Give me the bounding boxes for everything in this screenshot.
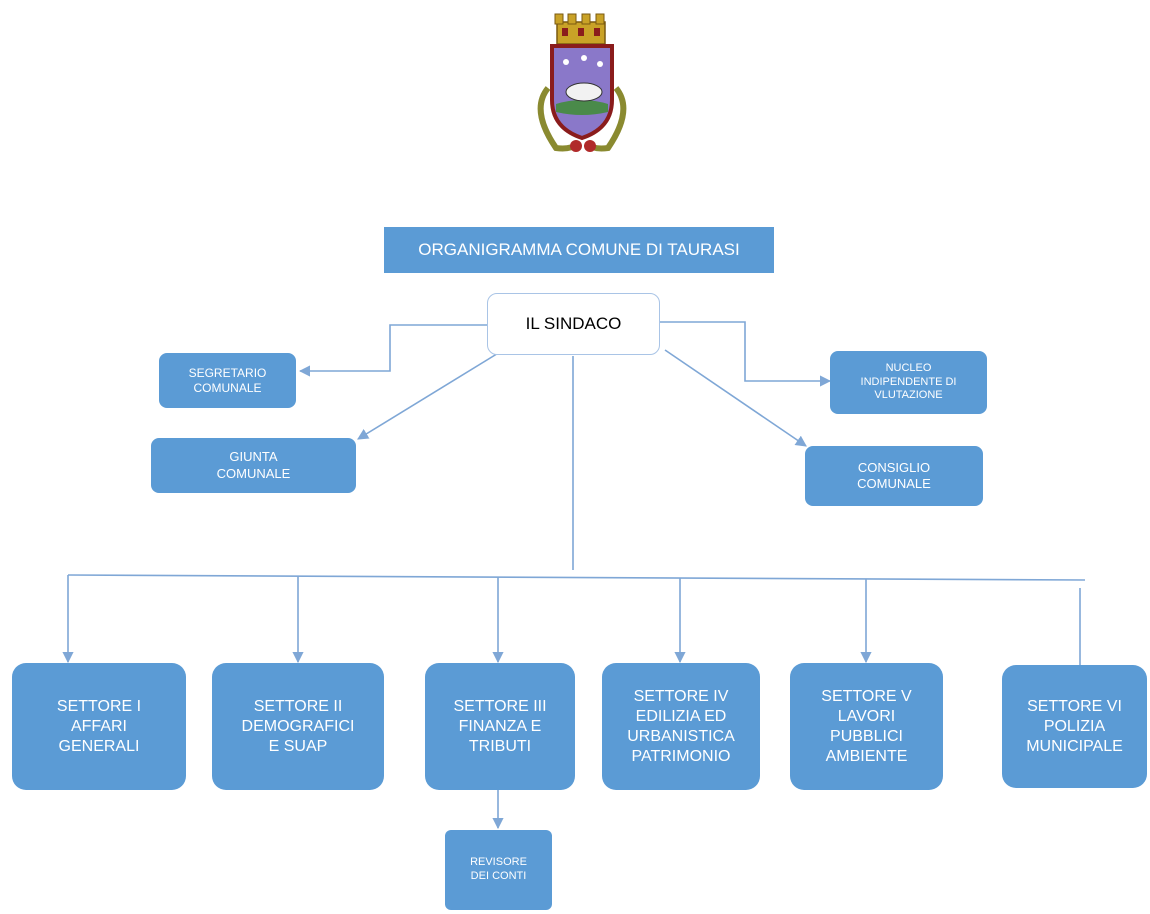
nucleo-valutazione-box: NUCLEO INDIPENDENTE DI VLUTAZIONE [830,351,987,414]
chart-title-text: ORGANIGRAMMA COMUNE DI TAURASI [418,240,740,260]
revisore-conti-box: REVISORE DEI CONTI [445,830,552,910]
settore-3-text: SETTORE III FINANZA E TRIBUTI [453,697,547,755]
sindaco-box: IL SINDACO [487,293,660,355]
revisore-conti-text: REVISORE DEI CONTI [470,856,527,882]
connector-giunta [357,351,501,440]
connector-segretario [298,324,488,377]
connector-nucleo [660,321,832,387]
settore-6-text: SETTORE VI POLIZIA MUNICIPALE [1026,697,1123,755]
coat-of-arms-logo [537,13,627,152]
settore-2-box: SETTORE II DEMOGRAFICI E SUAP [212,663,384,790]
connector-bus [67,574,1086,581]
settore-5-text: SETTORE V LAVORI PUBBLICI AMBIENTE [821,687,912,765]
giunta-comunale-text: GIUNTA COMUNALE [216,449,291,481]
settore-1-box: SETTORE I AFFARI GENERALI [12,663,186,790]
segretario-comunale-text: SEGRETARIO COMUNALE [188,365,267,395]
settore-4-box: SETTORE IV EDILIZIA ED URBANISTICA PATRI… [602,663,760,790]
nucleo-valutazione-text: NUCLEO INDIPENDENTE DI VLUTAZIONE [860,361,957,402]
settore-5-box: SETTORE V LAVORI PUBBLICI AMBIENTE [790,663,943,790]
chart-title: ORGANIGRAMMA COMUNE DI TAURASI [384,227,774,273]
consiglio-comunale-text: CONSIGLIO COMUNALE [857,459,931,491]
settore-1-text: SETTORE I AFFARI GENERALI [56,697,142,755]
connector-consiglio [664,349,807,447]
settore-3-box: SETTORE III FINANZA E TRIBUTI [425,663,575,790]
giunta-comunale-box: GIUNTA COMUNALE [151,438,356,493]
settore-6-box: SETTORE VI POLIZIA MUNICIPALE [1002,665,1147,788]
settore-2-text: SETTORE II DEMOGRAFICI E SUAP [241,697,355,755]
settore-4-text: SETTORE IV EDILIZIA ED URBANISTICA PATRI… [627,687,735,765]
sindaco-text: IL SINDACO [525,314,622,334]
segretario-comunale-box: SEGRETARIO COMUNALE [159,353,296,408]
consiglio-comunale-box: CONSIGLIO COMUNALE [805,446,983,506]
